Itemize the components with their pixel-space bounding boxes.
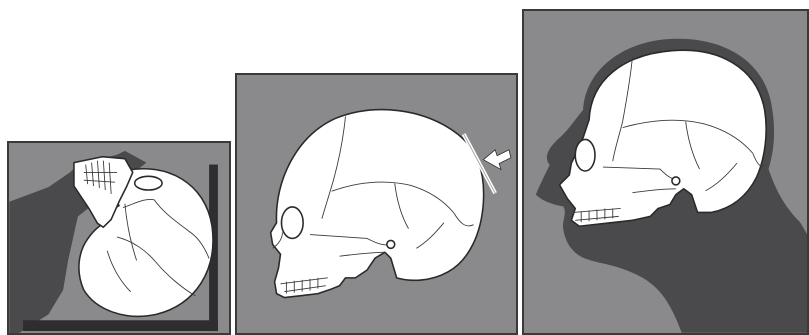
panel-3 xyxy=(522,9,809,335)
orbit xyxy=(575,139,595,171)
panel-1-illustration xyxy=(9,143,229,333)
ear-canal xyxy=(672,177,680,185)
panel-2-illustration xyxy=(237,75,516,333)
arrow-left-icon xyxy=(483,150,511,170)
panel-2 xyxy=(235,73,518,335)
orbit xyxy=(281,207,303,239)
panel-1 xyxy=(7,141,231,335)
panel-3-illustration xyxy=(524,11,807,333)
skull xyxy=(271,110,484,298)
corner-bracket-horizontal xyxy=(23,320,218,331)
orbit xyxy=(135,176,162,190)
ear-canal xyxy=(387,240,395,248)
